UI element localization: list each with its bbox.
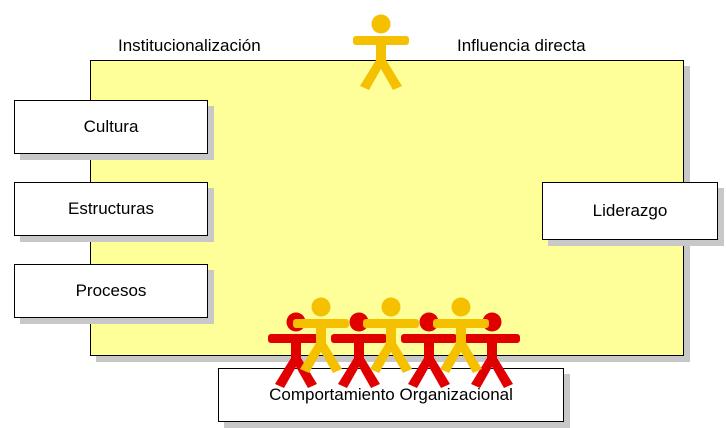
box-liderazgo: Liderazgo bbox=[542, 182, 718, 240]
box-estructuras-label: Estructuras bbox=[68, 199, 154, 218]
leader-person-icon bbox=[353, 14, 409, 90]
box-cultura-label: Cultura bbox=[83, 117, 139, 136]
box-comportamiento-label: Comportamiento Organizacional bbox=[269, 385, 513, 404]
label-influencia-directa: Influencia directa bbox=[457, 36, 586, 55]
box-procesos: Procesos bbox=[14, 264, 208, 318]
box-cultura: Cultura bbox=[14, 100, 208, 154]
box-comportamiento-organizacional: Comportamiento Organizacional bbox=[218, 368, 564, 422]
box-liderazgo-label: Liderazgo bbox=[592, 201, 668, 220]
box-estructuras: Estructuras bbox=[14, 182, 208, 236]
box-procesos-label: Procesos bbox=[75, 281, 147, 300]
label-institucionalizacion: Institucionalización bbox=[118, 36, 261, 55]
